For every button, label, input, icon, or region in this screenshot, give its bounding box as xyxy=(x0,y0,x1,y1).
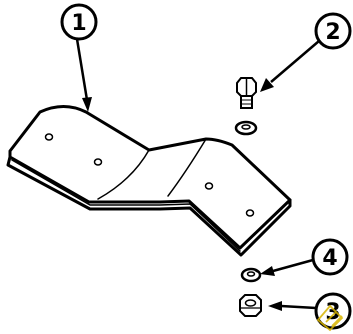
plate-top-outline xyxy=(8,105,292,250)
plate-hole-2 xyxy=(93,158,103,166)
hex-nut xyxy=(239,294,262,317)
callout-2: 2 xyxy=(314,12,352,50)
callout-4-label: 4 xyxy=(322,246,337,271)
plate-edge xyxy=(6,155,292,257)
mounting-plate xyxy=(6,105,292,257)
leader-lines xyxy=(75,38,320,311)
watermark-mark xyxy=(316,304,344,332)
bolt xyxy=(236,77,257,109)
bolt-shank xyxy=(240,95,253,109)
plate-hole-3 xyxy=(204,182,214,190)
plate-fold-line-2 xyxy=(167,138,207,197)
callout-4: 4 xyxy=(311,238,349,276)
plate-hole-4 xyxy=(245,209,255,217)
leader-2 xyxy=(260,40,320,92)
flat-washer xyxy=(234,120,258,136)
lock-washer xyxy=(240,267,262,283)
callout-1-label: 1 xyxy=(71,11,86,36)
plate-hole-1 xyxy=(44,133,54,141)
leader-4 xyxy=(260,258,314,276)
callout-1: 1 xyxy=(60,3,98,41)
callout-2-label: 2 xyxy=(325,20,340,45)
plate-fold-line-1 xyxy=(97,149,150,200)
leader-1 xyxy=(75,38,92,112)
plate-edge-inner xyxy=(11,159,241,252)
leader-3 xyxy=(268,301,317,311)
